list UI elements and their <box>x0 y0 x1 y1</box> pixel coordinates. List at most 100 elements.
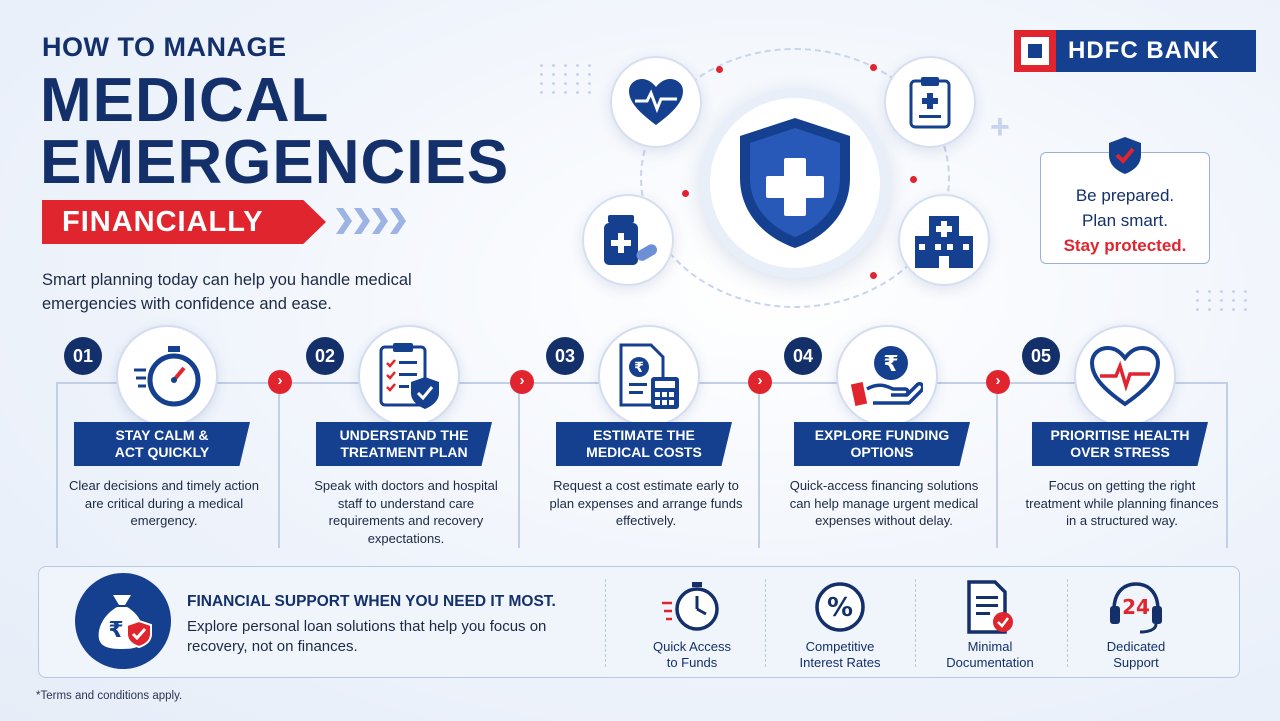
step-number: 05 <box>1022 337 1060 375</box>
panel-divider <box>915 579 916 667</box>
bill-calculator-icon: ₹ <box>619 343 679 409</box>
terms-footnote: *Terms and conditions apply. <box>36 690 183 702</box>
step-label: EXPLORE FUNDING OPTIONS <box>794 422 970 466</box>
feature-label-line-1: Dedicated <box>1106 639 1166 654</box>
svg-text:₹: ₹ <box>634 360 644 376</box>
callout-line-3: Stay protected. <box>1063 236 1187 255</box>
step-divider <box>996 382 998 548</box>
step-label-line-1: ESTIMATE THE <box>593 427 695 443</box>
rupee-hand-icon: ₹ <box>851 346 923 407</box>
step-divider <box>1226 382 1228 548</box>
step-icon-circle <box>358 325 460 427</box>
step-label: STAY CALM & ACT QUICKLY <box>74 422 250 466</box>
step-icon-circle <box>1074 325 1176 427</box>
hdfc-logo-mark-icon <box>1014 30 1056 72</box>
chevron-right-icon: › <box>986 370 1010 394</box>
headset-24-icon: 24 <box>1110 582 1162 634</box>
callout-line-2: Plan smart. <box>1082 211 1168 230</box>
shield-check-icon <box>1109 137 1141 174</box>
step-description: Quick-access financing solutions can hel… <box>789 478 979 528</box>
step-label-line-1: UNDERSTAND THE <box>339 427 469 443</box>
chevron-right-icon: › <box>268 370 292 394</box>
step-label-line-2: OVER STRESS <box>1070 444 1170 460</box>
step-label-line-2: ACT QUICKLY <box>114 444 210 460</box>
feature-label-line-2: Support <box>1113 655 1159 670</box>
feature-dedicated-support: 24 Dedicated Support <box>1071 579 1201 671</box>
step-divider <box>758 382 760 548</box>
step-description: Clear decisions and timely action are cr… <box>68 478 260 528</box>
feature-label-line-2: Interest Rates <box>799 655 881 670</box>
step-label-line-2: TREATMENT PLAN <box>340 444 468 460</box>
chevron-right-icon: › <box>748 370 772 394</box>
svg-text:₹: ₹ <box>883 352 898 377</box>
step-icon-circle: ₹ <box>836 325 938 427</box>
shield-cross-icon <box>740 118 850 248</box>
step-description: Speak with doctors and hospital staff to… <box>314 478 498 546</box>
callout-line-1: Be prepared. <box>1075 186 1175 205</box>
dots-decoration <box>1196 290 1250 311</box>
orbit-dot <box>910 176 917 183</box>
ribbon-financially: FINANCIALLY <box>42 200 326 244</box>
document-check-icon <box>967 580 1013 634</box>
feature-label-line-1: Quick Access <box>652 639 732 654</box>
plus-decoration: + <box>990 108 1010 146</box>
logo-text: HDFC BANK <box>1068 37 1220 64</box>
hdfc-bank-logo: HDFC BANK <box>1014 30 1256 72</box>
orbit-ring <box>640 48 950 308</box>
step-label: UNDERSTAND THE TREATMENT PLAN <box>316 422 492 466</box>
step-label-line-1: PRIORITISE HEALTH <box>1050 427 1190 443</box>
heart-pulse-bubble <box>610 56 702 148</box>
checklist-shield-icon <box>379 343 439 409</box>
feature-interest-rates: % Competitive Interest Rates <box>775 579 905 671</box>
step-number: 01 <box>64 337 102 375</box>
clipboard-icon <box>909 77 951 129</box>
stopwatch-icon <box>662 582 719 631</box>
chevrons-decoration <box>336 208 406 234</box>
orbit-dot <box>682 190 689 197</box>
svg-text:%: % <box>827 593 853 623</box>
panel-divider <box>1067 579 1068 667</box>
step-label-line-2: OPTIONS <box>850 444 914 460</box>
clipboard-bubble <box>884 56 976 148</box>
step-label: PRIORITISE HEALTH OVER STRESS <box>1032 422 1208 466</box>
support-text: Explore personal loan solutions that hel… <box>187 618 547 655</box>
step-divider <box>518 382 520 548</box>
medicine-bubble <box>582 194 674 286</box>
heart-pulse-icon <box>1089 345 1161 407</box>
orbit-dot <box>870 272 877 279</box>
shield-emblem <box>700 88 890 278</box>
feature-quick-access: Quick Access to Funds <box>627 579 757 671</box>
step-icon-circle <box>116 325 218 427</box>
financial-support-panel: ₹ FINANCIAL SUPPORT WHEN YOU NEED IT MOS… <box>38 566 1240 678</box>
feature-documentation: Minimal Documentation <box>925 579 1055 671</box>
step-label-line-1: EXPLORE FUNDING <box>814 427 950 443</box>
support-24-badge: 24 <box>1122 595 1150 619</box>
step-label-line-2: MEDICAL COSTS <box>586 444 702 460</box>
panel-divider <box>765 579 766 667</box>
feature-label-line-2: to Funds <box>666 655 718 670</box>
step-number: 03 <box>546 337 584 375</box>
step-divider <box>56 382 58 548</box>
medicine-icon <box>604 215 658 265</box>
kicker-text: HOW TO MANAGE <box>42 32 287 62</box>
title-line-2: EMERGENCIES <box>40 128 510 197</box>
svg-text:₹: ₹ <box>108 618 123 643</box>
step-divider <box>278 382 280 548</box>
hospital-bubble <box>898 194 990 286</box>
support-title: FINANCIAL SUPPORT WHEN YOU NEED IT MOST. <box>187 593 556 610</box>
stopwatch-icon <box>134 346 201 407</box>
feature-label-line-1: Minimal <box>967 639 1013 654</box>
tagline: Smart planning today can help you handle… <box>42 271 412 313</box>
panel-divider <box>605 579 606 667</box>
feature-label-line-1: Competitive <box>805 639 875 654</box>
feature-label-line-2: Documentation <box>946 655 1034 670</box>
orbit-dot <box>870 64 877 71</box>
chevron-right-icon: › <box>510 370 534 394</box>
step-label: ESTIMATE THE MEDICAL COSTS <box>556 422 732 466</box>
step-icon-circle: ₹ <box>598 325 700 427</box>
step-number: 04 <box>784 337 822 375</box>
money-bag-icon: ₹ <box>98 595 152 649</box>
orbit-dot <box>716 66 723 73</box>
step-number: 02 <box>306 337 344 375</box>
